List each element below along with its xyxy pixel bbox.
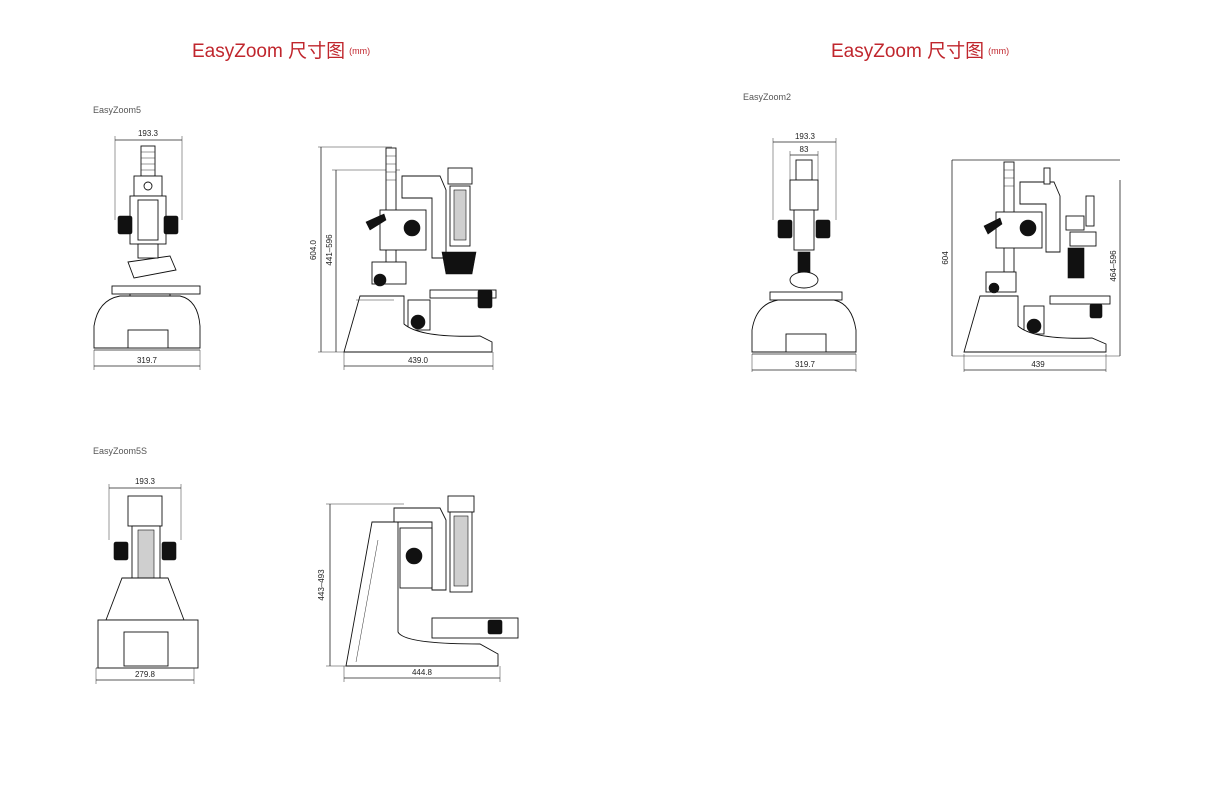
model-label-ez2: EasyZoom2 <box>743 92 792 102</box>
ez5s-front-base-width: 279.8 <box>135 670 156 679</box>
ez5-front-top-width: 193.3 <box>138 129 159 138</box>
ez2-front-top-width: 193.3 <box>795 132 816 141</box>
ez5-side-view: 604.0 441–596 439.0 <box>309 146 497 370</box>
ez5-side-depth: 439.0 <box>408 356 429 365</box>
ez2-side-depth: 439 <box>1031 360 1045 369</box>
ez5-front-view: 193.3 319.7 <box>93 129 201 370</box>
ez2-front-base-width: 319.7 <box>795 360 816 369</box>
ez5s-side-view: 443–493 444.8 <box>317 495 519 682</box>
ez2-side-total-height: 604 <box>941 251 950 265</box>
ez5-front-base-width: 319.7 <box>137 356 158 365</box>
title-right-text: EasyZoom 尺寸图 <box>831 41 985 62</box>
ez5s-front-top-width: 193.3 <box>135 477 156 486</box>
ez2-side-adj-height: 464–596 <box>1109 250 1118 282</box>
ez5-side-adj-height: 441–596 <box>325 234 334 266</box>
ez5s-front-view: 193.3 279.8 <box>95 477 199 684</box>
title-left-text: EasyZoom 尺寸图 <box>192 41 346 62</box>
ez5-side-total-height: 604.0 <box>309 239 318 260</box>
ez5s-side-adj-height: 443–493 <box>317 569 326 601</box>
title-right: EasyZoom 尺寸图(mm) <box>831 36 1009 63</box>
title-right-unit: (mm) <box>988 46 1010 56</box>
model-label-ez5: EasyZoom5 <box>93 105 142 115</box>
title-left: EasyZoom 尺寸图(mm) <box>192 36 370 63</box>
model-label-ez5s: EasyZoom5S <box>93 446 148 456</box>
ez2-front-inner-width: 83 <box>800 145 809 154</box>
title-left-unit: (mm) <box>349 46 371 56</box>
ez2-side-view: 604 464–596 439 <box>941 159 1121 372</box>
ez5s-side-depth: 444.8 <box>412 668 433 677</box>
ez2-front-view: 193.3 83 319.7 <box>751 132 857 372</box>
